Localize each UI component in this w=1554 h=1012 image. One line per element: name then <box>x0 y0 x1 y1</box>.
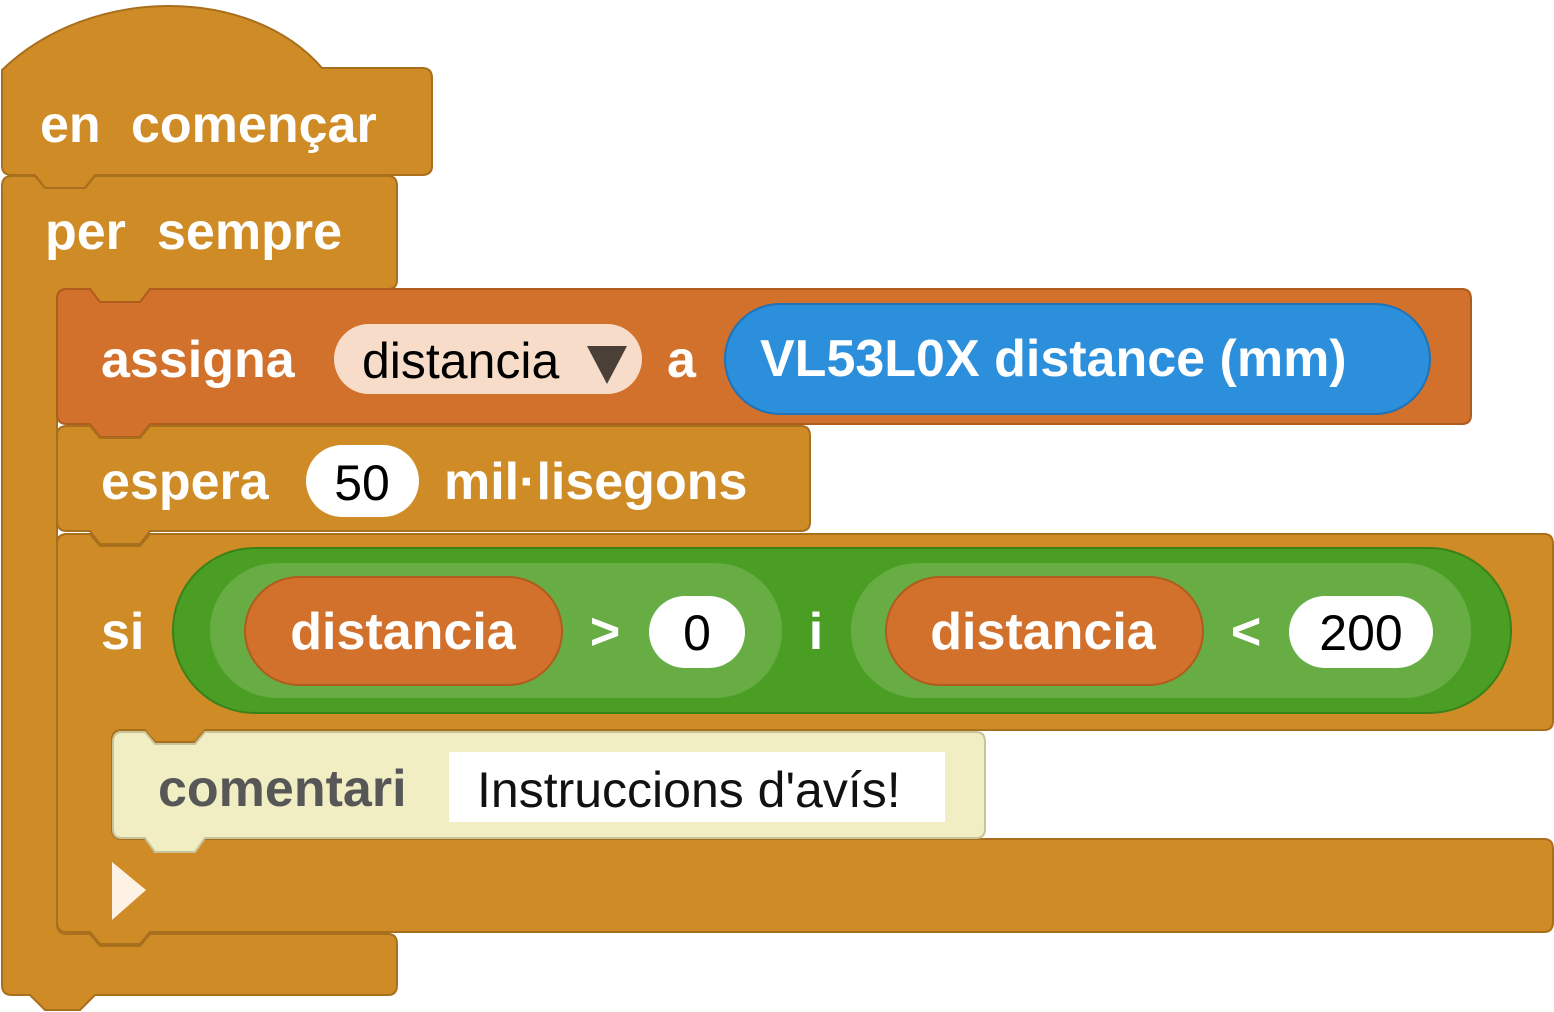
vl53l0x-reporter-label: VL53L0X distance (mm) <box>760 330 1347 388</box>
pause-value-field <box>306 445 419 517</box>
less-than-operator: < <box>1231 603 1261 661</box>
comment-block[interactable]: comentari Instruccions d'avís! <box>112 731 986 853</box>
logic-and-block[interactable]: distancia > 0 i distancia < 200 <box>172 547 1512 714</box>
triangle-right-icon[interactable] <box>112 862 146 920</box>
pause-value: 50 <box>334 455 390 511</box>
vl53l0x-distance-reporter[interactable]: VL53L0X distance (mm) <box>724 303 1431 415</box>
compare-value-field <box>1289 596 1433 668</box>
on-start-block-shape <box>1 5 433 189</box>
pause-label: espera <box>101 453 270 511</box>
comment-text-field[interactable]: Instruccions d'avís! <box>449 752 945 822</box>
if-label: si <box>101 603 144 661</box>
if-block[interactable]: si distancia > 0 i <box>56 533 1554 945</box>
on-start-label-en: en <box>40 96 101 154</box>
vl53l0x-reporter-shape <box>724 303 1431 415</box>
variable-dropdown-value: distancia <box>362 333 560 389</box>
compare-value-field <box>649 596 745 668</box>
variable-dropdown[interactable]: distancia <box>334 324 642 394</box>
pause-block-shape <box>56 425 811 545</box>
compare-less-value-input[interactable]: 200 <box>1289 596 1433 668</box>
compare-greater-block[interactable]: distancia > 0 <box>210 563 782 698</box>
triangle-down-icon <box>587 346 627 384</box>
forever-block-shape <box>1 175 398 1011</box>
variable-reporter-label: distancia <box>290 603 516 661</box>
variable-reporter-label: distancia <box>930 603 1156 661</box>
forever-label-sempre: sempre <box>157 203 342 261</box>
set-variable-to-label: a <box>667 331 697 389</box>
variable-dropdown-field <box>334 324 642 394</box>
compare-less-value: 200 <box>1319 605 1402 661</box>
variable-reporter-shape <box>885 576 1204 686</box>
and-label: i <box>809 603 823 661</box>
compare-greater-value-input[interactable]: 0 <box>649 596 745 668</box>
pause-unit-label: mil·lisegons <box>444 453 747 511</box>
pause-block[interactable]: espera 50 mil·lisegons <box>56 425 811 545</box>
comment-text: Instruccions d'avís! <box>477 762 901 818</box>
comment-label: comentari <box>158 760 407 818</box>
pause-value-input[interactable]: 50 <box>306 445 419 517</box>
on-start-block[interactable]: en començar <box>1 5 433 189</box>
variable-reporter-distancia-left[interactable]: distancia <box>244 576 563 686</box>
compare-less-block[interactable]: distancia < 200 <box>851 563 1471 698</box>
variable-reporter-distancia-right[interactable]: distancia <box>885 576 1204 686</box>
compare-greater-value: 0 <box>683 605 711 661</box>
forever-block[interactable]: per sempre <box>1 175 398 1011</box>
variable-reporter-shape <box>244 576 563 686</box>
set-variable-block[interactable]: assigna distancia a VL53L0X distance (mm… <box>56 288 1472 438</box>
greater-than-operator: > <box>590 603 620 661</box>
set-variable-label: assigna <box>101 331 296 389</box>
forever-label-per: per <box>45 203 126 261</box>
comment-text-box <box>449 752 945 822</box>
on-start-label-comencar: començar <box>131 96 377 154</box>
